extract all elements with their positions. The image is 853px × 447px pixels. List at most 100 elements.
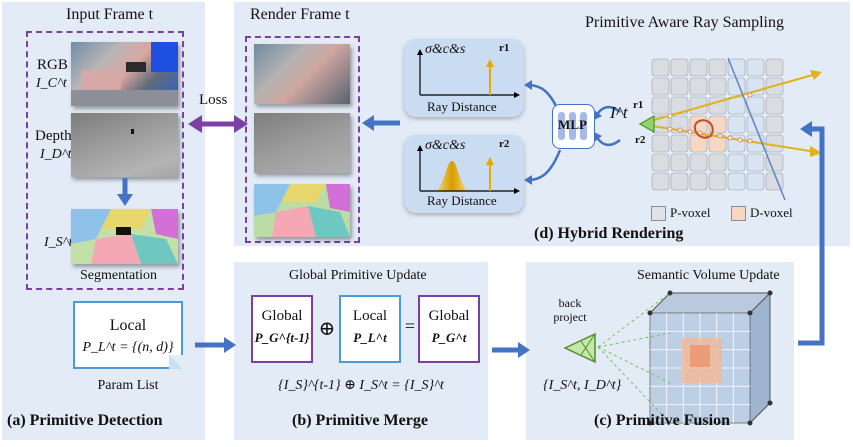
p-voxel (670, 96, 689, 115)
semantic-volume-cube (647, 290, 773, 426)
graph2-ray: r2 (499, 138, 510, 150)
mlp-icon (558, 112, 587, 140)
graph1-ylabel: σ&c&s (425, 42, 466, 57)
global-prev-symbol: P_G^{t-1} (254, 330, 310, 345)
mlp-label: MLP (558, 117, 587, 132)
p-voxel (765, 96, 784, 115)
rays (638, 57, 822, 201)
p-voxel (727, 172, 746, 191)
rgb-scene (71, 42, 178, 106)
render-depth-image (254, 113, 350, 173)
graph1-ray: r1 (499, 42, 510, 54)
projection-lines (597, 292, 671, 424)
equals-operator: = (404, 316, 416, 336)
merge-formula: {I_S}^{t-1} ⊕ I_S^t = {I_S}^t (278, 378, 444, 393)
render-frame-title: Render Frame t (250, 6, 350, 23)
rgb-image (71, 42, 178, 106)
global-new-label: Global (428, 308, 470, 324)
panel-b-header: Global Primitive Update (289, 268, 427, 283)
input-frame-box (26, 31, 184, 290)
panel-d-header: Primitive Aware Ray Sampling (585, 14, 784, 31)
local-symbol: P_L^t (353, 330, 387, 345)
global-prev-document (251, 295, 313, 363)
p-voxel (651, 96, 670, 115)
panel-c-title: (c) Primitive Fusion (594, 412, 730, 429)
p-voxel (651, 77, 670, 96)
p-voxel (689, 77, 708, 96)
p-voxel (727, 153, 746, 172)
segmentation-scene (71, 209, 178, 264)
loss-arrow (188, 115, 248, 133)
depth-image (71, 113, 178, 177)
graph1-xlabel: Ray Distance (427, 99, 497, 114)
p-voxel (727, 58, 746, 77)
graph1-axes (417, 49, 520, 98)
ray2-label: r2 (635, 134, 646, 146)
legend-p-voxel-label: P-voxel (670, 205, 711, 220)
p-voxel (670, 153, 689, 172)
param-list-local: Local (109, 317, 147, 334)
panel-d-title: (d) Hybrid Rendering (534, 225, 684, 242)
p-voxel (765, 58, 784, 77)
segmentation-image (71, 209, 178, 264)
p-voxel (727, 115, 746, 134)
render-seg-image (254, 184, 350, 237)
p-voxel (670, 58, 689, 77)
camera-to-mlp-arrows (594, 105, 621, 147)
render-rgb-image (254, 44, 350, 104)
depth-label: Depth (35, 128, 72, 144)
graph2-axes (417, 145, 520, 194)
param-list-document (73, 301, 183, 369)
p-voxel (651, 58, 670, 77)
p-voxel (708, 172, 727, 191)
panel-c-header: Semantic Volume Update (637, 268, 780, 283)
p-voxel (746, 58, 765, 77)
param-list-formula: P_L^t = {(n, d)} (82, 340, 174, 355)
p-voxel (746, 153, 765, 172)
p-voxel (670, 134, 689, 153)
render-seg-scene (254, 184, 350, 237)
p-voxel (689, 58, 708, 77)
camera-symbol: I^t (610, 103, 628, 122)
seg-symbol: I_S^t (44, 235, 73, 250)
fusion-input-symbol: {I_S^t, I_D^t} (543, 378, 622, 393)
p-voxel (708, 77, 727, 96)
legend-d-voxel-label: D-voxel (750, 205, 793, 220)
p-voxel (651, 172, 670, 191)
rgb-label: RGB (37, 57, 68, 73)
global-new-symbol: P_G^t (431, 330, 467, 345)
local-document (339, 295, 401, 363)
legend-d-voxel-swatch (731, 206, 746, 221)
oplus-operator: ⊕ (318, 318, 336, 340)
p-voxel (746, 172, 765, 191)
panel-gap (205, 182, 234, 194)
render-frame-box (245, 36, 360, 243)
panel-b-title: (b) Primitive Merge (292, 412, 428, 429)
graph2-ylabel: σ&c&s (425, 138, 466, 153)
p-voxel (708, 58, 727, 77)
density-graph-r2 (404, 135, 524, 213)
local-label: Local (352, 308, 388, 324)
input-frame-title: Input Frame t (66, 6, 154, 23)
param-list-caption: Param List (97, 378, 159, 393)
p-voxel (689, 172, 708, 191)
legend-p-voxel-swatch (651, 206, 666, 221)
p-voxel (651, 153, 670, 172)
p-voxel (765, 115, 784, 134)
global-prev-label: Global (261, 308, 303, 324)
panel-a-title: (a) Primitive Detection (7, 412, 163, 429)
segmentation-label: Segmentation (80, 268, 157, 283)
back-project-label: back project (553, 296, 587, 324)
depth-symbol: I_D^t (40, 147, 72, 162)
p-voxel (651, 134, 670, 153)
ray1-label: r1 (633, 99, 644, 111)
graph2-xlabel: Ray Distance (427, 193, 497, 208)
p-voxel (670, 77, 689, 96)
rgb-symbol: I_C^t (36, 76, 67, 91)
p-voxel (708, 153, 727, 172)
global-new-document (418, 295, 480, 363)
p-voxel (765, 153, 784, 172)
density-graph-r1 (404, 39, 524, 117)
p-voxel (670, 172, 689, 191)
camera-frustum-icon (563, 332, 596, 364)
